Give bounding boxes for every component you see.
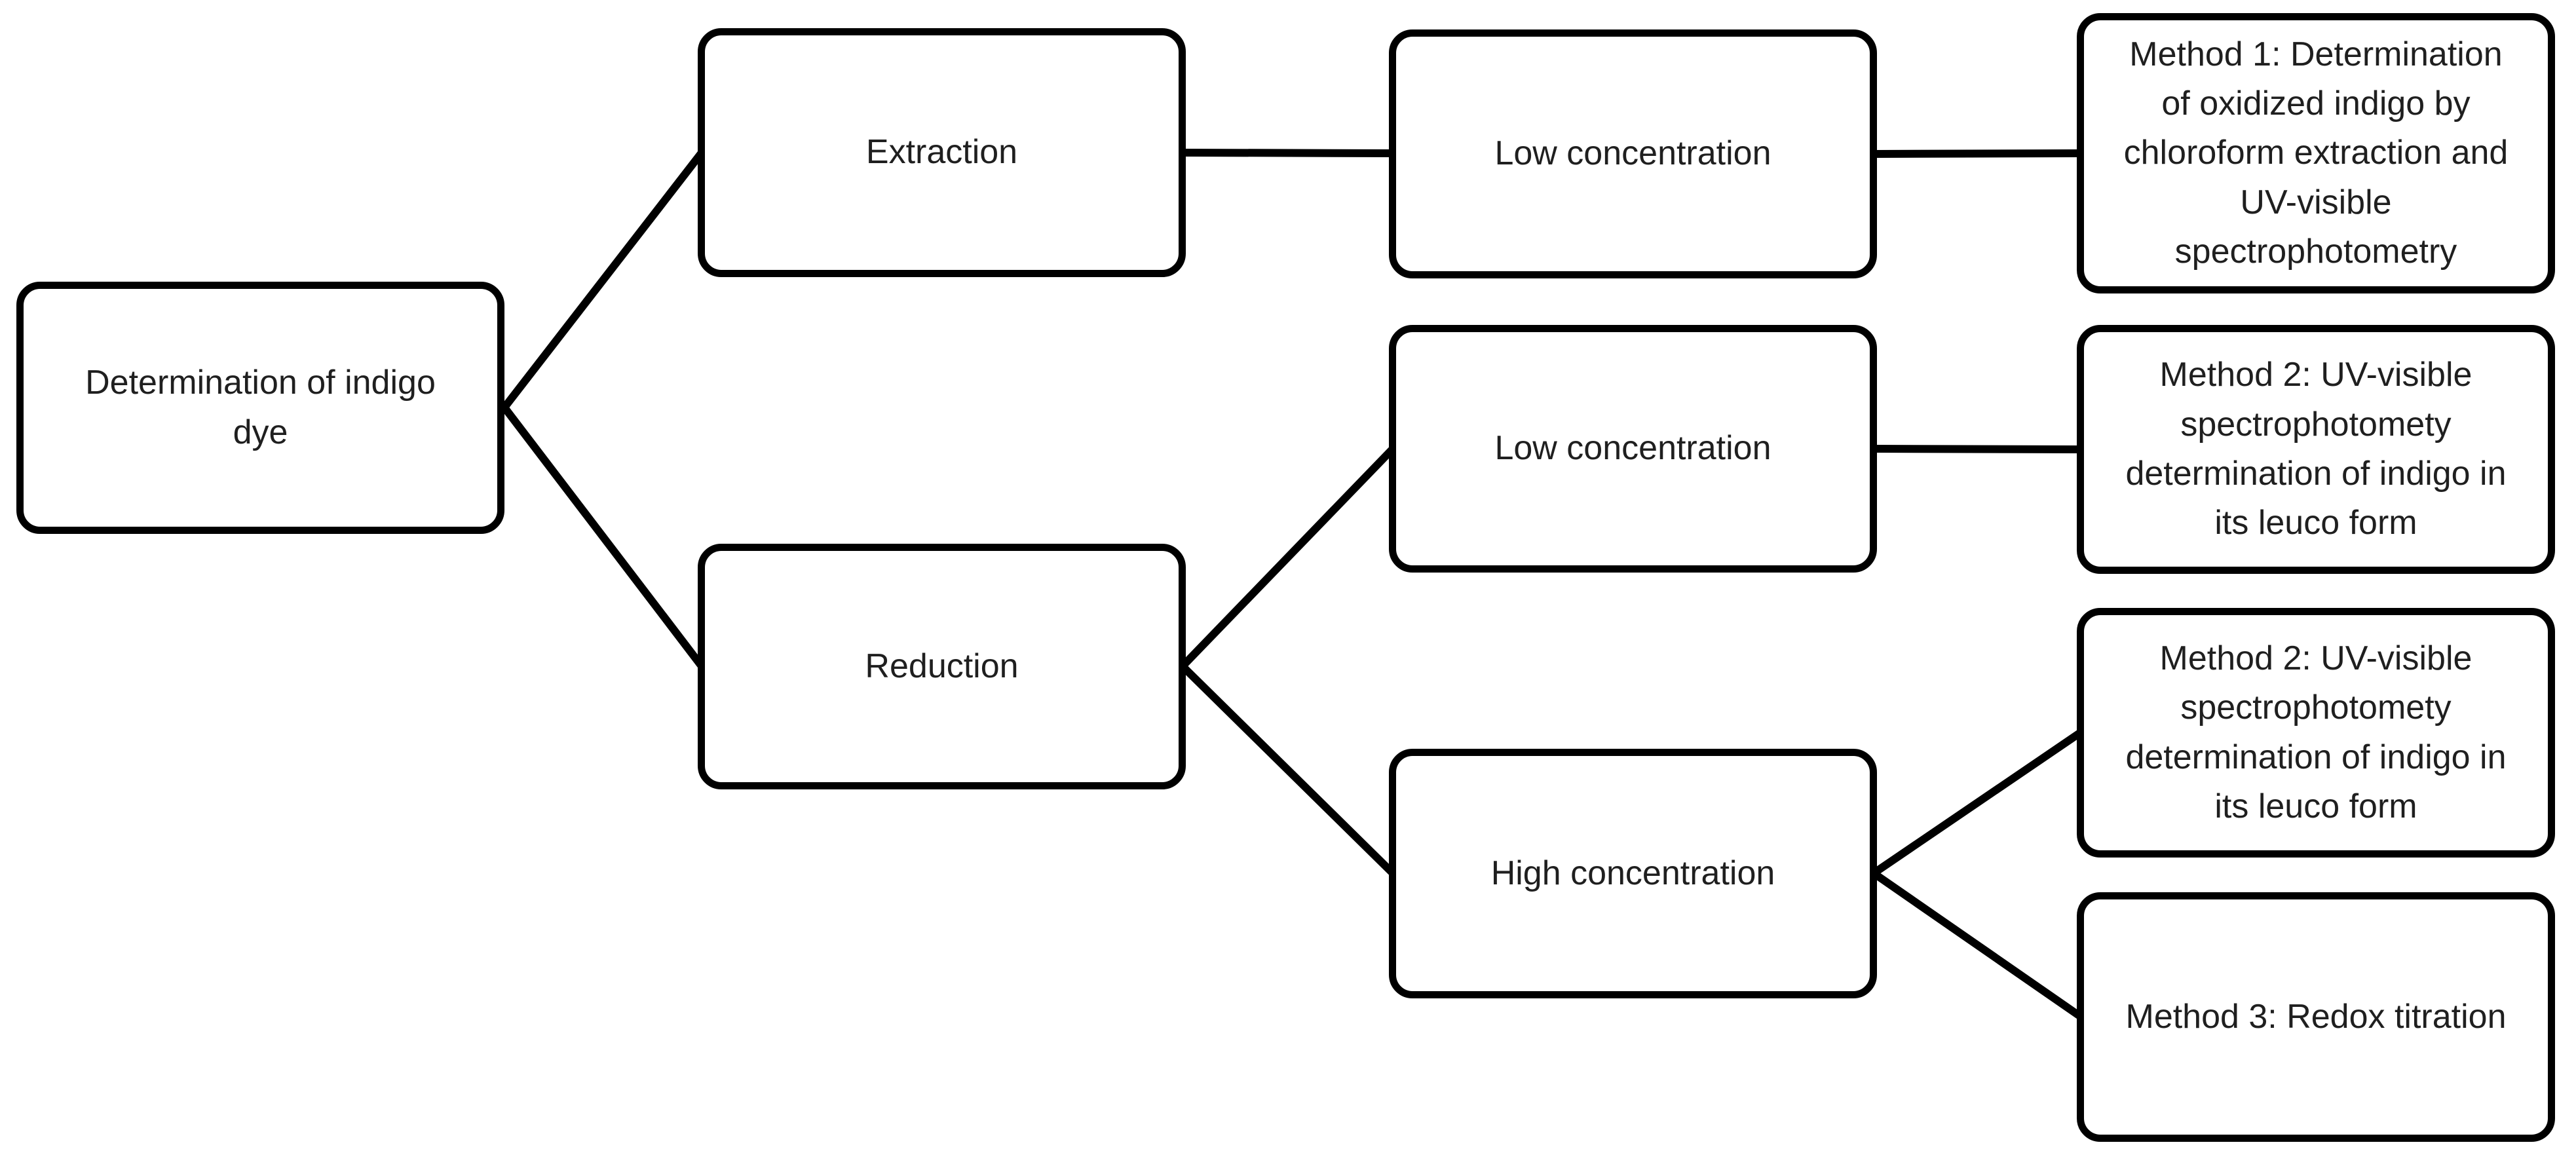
node-label: Low concentration <box>1494 134 1771 173</box>
edge-root-extraction <box>501 150 705 410</box>
node-low-concentration-reduction: Low concentration <box>1389 325 1877 573</box>
node-label: Reduction <box>865 647 1019 685</box>
node-label: Low concentration <box>1494 429 1771 468</box>
node-method-2-low: Method 2: UV-visible spectrophotomety de… <box>2077 325 2555 574</box>
node-high-concentration: High concentration <box>1389 749 1877 998</box>
edge-highconcentration-method2 <box>1871 729 2083 877</box>
edge-reduction-highconcentration <box>1179 663 1396 877</box>
node-label: Method 2: UV-visible spectrophotomety de… <box>2125 356 2507 542</box>
node-label: Method 3: Redox titration <box>2125 997 2507 1036</box>
node-extraction: Extraction <box>698 28 1186 277</box>
node-reduction: Reduction <box>698 544 1186 789</box>
node-method-2-high: Method 2: UV-visible spectrophotomety de… <box>2077 608 2555 858</box>
node-label: Method 2: UV-visible spectrophotomety de… <box>2125 639 2507 825</box>
edge-highconcentration-method3 <box>1871 870 2083 1020</box>
edge-lowconcentration-method1 <box>1873 149 2081 158</box>
node-label: Determination of indigo dye <box>85 364 436 451</box>
node-label: Method 1: Determination of oxidized indi… <box>2123 35 2509 271</box>
node-method-1: Method 1: Determination of oxidized indi… <box>2077 13 2555 293</box>
edge-root-reduction <box>501 405 705 669</box>
node-determination-of-indigo-dye: Determination of indigo dye <box>16 282 504 534</box>
node-label: High concentration <box>1490 854 1775 892</box>
node-method-3: Method 3: Redox titration <box>2077 892 2555 1142</box>
node-low-concentration-extraction: Low concentration <box>1389 29 1877 278</box>
node-label: Extraction <box>865 133 1018 172</box>
edge-reduction-lowconcentration <box>1179 445 1396 670</box>
